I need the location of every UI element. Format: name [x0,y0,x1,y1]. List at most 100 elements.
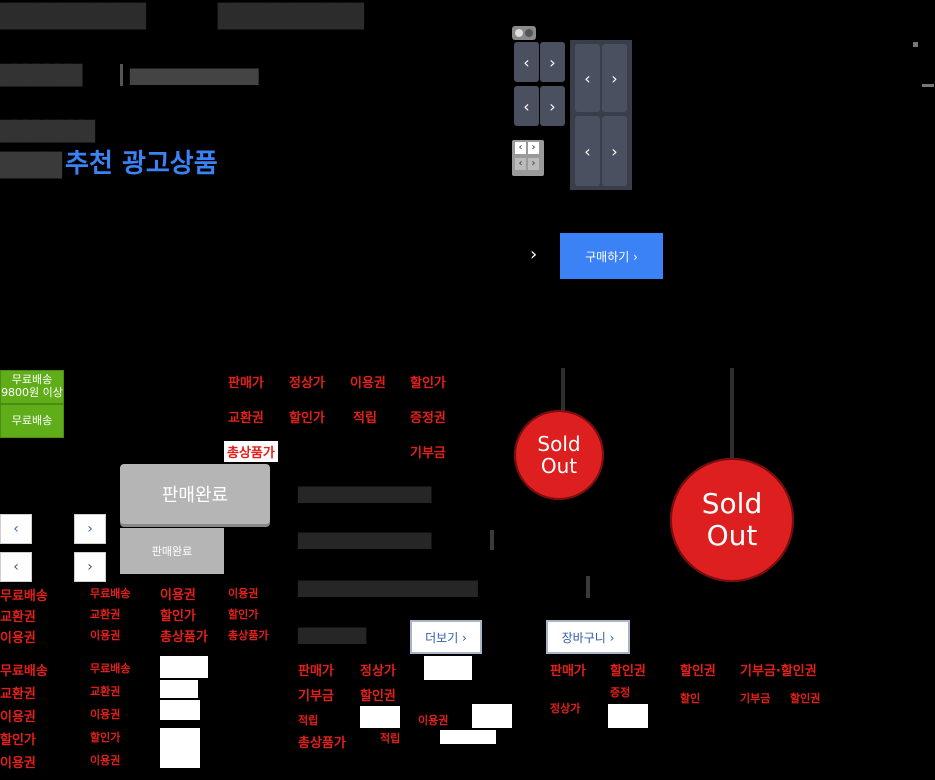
cart-button[interactable]: 장바구니 › [546,620,630,654]
free-shipping-badge-title: 무료배송 [11,373,53,386]
dot-icon [515,29,523,37]
label: 총상품가 [298,736,346,751]
sold-out-text-2: Out [540,454,578,478]
tag-string [561,368,565,418]
label: 총상품가 [160,630,208,645]
white-box [424,656,472,680]
label: 이용권 [90,629,121,642]
label: 무료배송 [90,662,131,675]
prev-button[interactable]: ‹ [0,552,32,582]
white-box [440,730,496,744]
price-label: 증정권 [410,411,446,426]
label: 기부금 [740,692,771,705]
dots-toggle[interactable] [512,26,536,40]
label: 할인가 [228,608,259,621]
header-subtext-1: ▇▇▇▇▇▇▇ [0,62,82,87]
white-box [608,704,648,728]
more-button[interactable]: 더보기 › [410,620,482,654]
scroll-dot [913,42,918,47]
carousel-prev-button-large[interactable]: ‹ [575,116,600,186]
buy-arrow-icon[interactable]: › [530,244,538,265]
label: 판매가 [298,664,334,679]
banner-bar [490,530,494,550]
price-label: 할인가 [410,376,446,391]
label: 이용권 [90,708,121,721]
sold-out-text-1: Sold [537,432,581,456]
header-text-2: ▇▇▇▇▇▇▇▇▇▇ [218,0,364,30]
label: 이용권 [160,588,196,603]
price-label: 판매가 [228,376,264,391]
label: 정상가 [360,664,396,679]
sold-out-text-2: Out [706,519,758,552]
carousel-next-button[interactable]: › [540,42,565,82]
scroll-line [922,84,934,87]
sold-out-button-small: 판매완료 [120,528,224,574]
carousel-next-button[interactable]: › [540,86,565,126]
label: 할인권 [360,689,396,704]
label: 이용권 [0,710,36,725]
label: 이용권 [228,587,259,600]
price-label: 할인가 [289,411,325,426]
carousel-next-button-large[interactable]: › [602,44,627,112]
white-box [160,680,198,698]
mini-next-icon[interactable]: › [528,158,539,170]
banner-line: ▇▇▇▇▇▇▇▇▇▇▇▇▇▇▇▇▇▇▇ [298,578,478,597]
carousel-next-button-large[interactable]: › [602,116,627,186]
label: 할인가 [90,731,121,744]
price-label: 교환권 [228,411,264,426]
label: 총상품가 [228,629,269,642]
label: 이용권 [418,714,449,727]
label: 교환권 [0,687,36,702]
total-price-tag: 총상품가 [224,441,278,462]
banner-line: ▇▇▇▇▇▇▇▇▇▇▇▇▇▇ [298,530,431,549]
buy-button[interactable]: 구매하기 › [560,233,663,279]
mini-next-icon[interactable]: › [528,142,539,154]
label: 기부금 [298,689,334,704]
price-label: 적립 [353,411,377,426]
label: 이용권 [0,756,36,771]
dot-icon [525,29,533,37]
label: 정상가 [550,702,581,715]
tag-string [730,368,734,468]
free-shipping-badge-sub: 9800원 이상 [1,386,63,399]
label: 할인 [680,692,701,705]
label: 판매가 [550,664,586,679]
label: 할인권 [610,664,646,679]
banner-bar [586,576,590,598]
mini-prev-icon[interactable]: ‹ [515,142,526,154]
white-box [160,656,208,678]
next-button[interactable]: › [74,514,106,544]
banner-line: ▇▇▇▇▇▇▇▇▇▇▇▇▇▇ [298,484,431,503]
mini-prev-icon[interactable]: ‹ [515,158,526,170]
carousel-prev-button[interactable]: ‹ [514,86,539,126]
label: 할인가 [160,609,196,624]
label: 할인가 [0,733,36,748]
label: 이용권 [90,754,121,767]
carousel-prev-button[interactable]: ‹ [514,42,539,82]
label: 할인권 [790,692,821,705]
header-divider [120,64,123,86]
carousel-prev-button-large[interactable]: ‹ [575,44,600,112]
sold-out-button-large: 판매완료 [120,464,270,524]
mini-nav: ‹ › ‹ › [512,140,544,176]
label: 무료배송 [0,589,48,604]
free-shipping-badge: 무료배송 9800원 이상 [0,370,64,404]
label: 기부금·할인권 [740,664,817,679]
label: 교환권 [90,685,121,698]
page-title-highlight: 추천 광고상품 [65,149,218,179]
label: 교환권 [0,610,36,625]
label: 무료배송 [0,664,48,679]
label: 무료배송 [90,587,131,600]
banner-line: ▇▇▇▇▇▇▇ [298,625,366,644]
price-label: 정상가 [289,376,325,391]
price-label: 기부금 [410,446,446,461]
label: 적립 [380,732,401,745]
label: 할인권 [680,664,716,679]
label: 이용권 [0,631,36,646]
label: 증정 [610,686,631,699]
label: 교환권 [90,608,121,621]
next-button[interactable]: › [74,552,106,582]
prev-button[interactable]: ‹ [0,514,32,544]
